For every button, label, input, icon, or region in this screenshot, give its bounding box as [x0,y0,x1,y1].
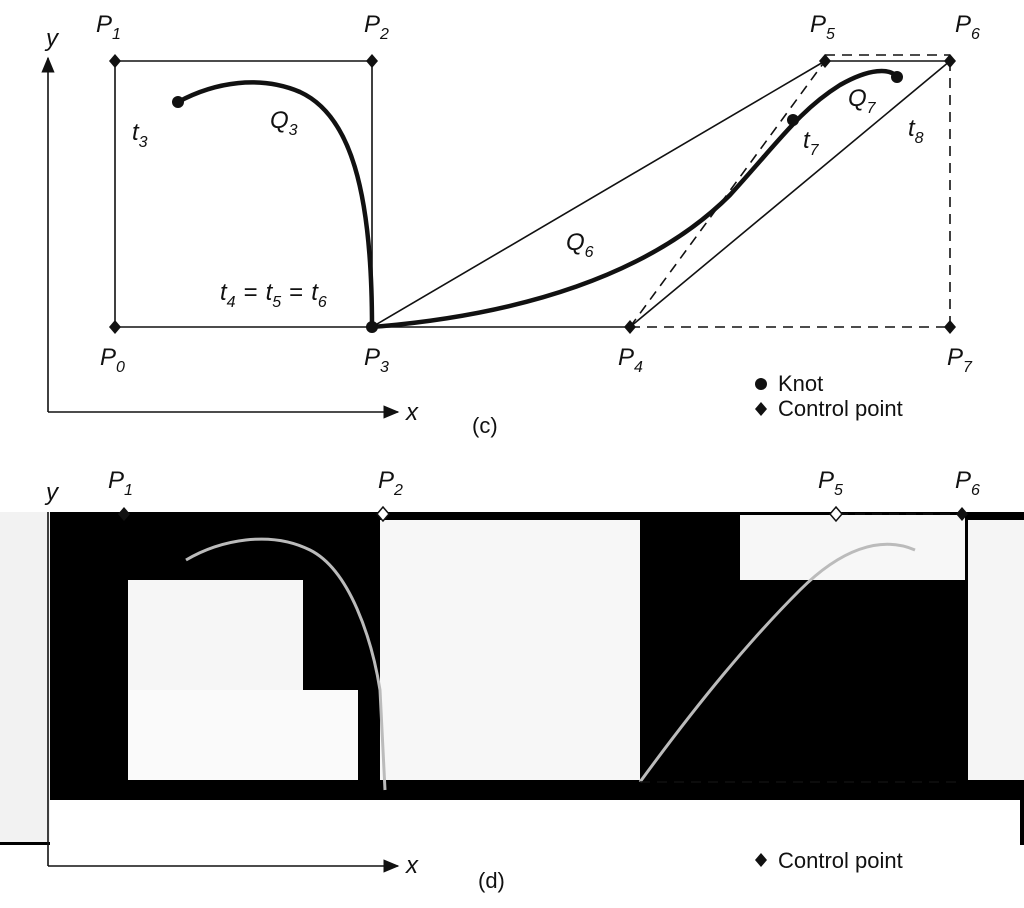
artifact-top-right [740,515,965,580]
caption-d: (d) [478,868,505,893]
curve-trace-right [638,542,916,783]
label-p5-d: P5 [818,467,843,499]
legend-knot-icon [755,378,767,390]
label-p2: P2 [364,11,389,43]
knot-t3 [172,96,184,108]
label-p1: P1 [96,11,121,43]
label-q3: Q3 [270,107,298,139]
dashed-p4-p5 [629,60,826,328]
bottom-margin [0,845,1024,903]
panel-c: y x P0 P1 P2 [41,11,980,438]
label-t8: t8 [908,115,924,147]
control-point-p2 [366,54,378,68]
knot-t4-t5-t6 [366,321,378,333]
label-p1-d: P1 [108,467,133,499]
label-p0: P0 [100,344,125,376]
hull-p3-p5 [371,60,826,328]
y-axis-label-d: y [44,479,60,506]
control-point-p1-d [118,507,130,521]
caption-c: (c) [472,413,498,438]
label-p5: P5 [810,11,835,43]
control-point-p5-d [829,505,843,523]
x-axis-label: x [405,399,419,426]
label-p4: P4 [618,344,643,376]
knot-t7 [787,114,799,126]
legend-control-point-icon-d [755,853,767,867]
hull-p4-p6 [629,60,951,328]
control-point-p5 [819,54,831,68]
label-p6-d: P6 [955,467,980,499]
curve-trace-left [185,537,387,791]
control-point-p4 [624,320,636,334]
legend-knot-label: Knot [778,371,823,396]
artifact-bottom-strip [50,800,1020,845]
y-axis-label: y [44,25,60,52]
artifact-left-strip [0,512,50,842]
knot-t8 [891,71,903,83]
control-point-p1 [109,54,121,68]
label-p3: P3 [364,344,389,376]
label-p2-d: P2 [378,467,403,499]
label-p7: P7 [947,344,973,376]
label-q6: Q6 [566,229,594,261]
x-axis-label-d: x [405,852,419,879]
curve-q6-q7 [369,68,900,330]
artifact-left-lower [128,690,358,780]
legend-control-point-icon [755,402,767,416]
control-point-p2-d [376,505,390,523]
artifact-right-strip [968,520,1024,780]
legend-control-point-label-d: Control point [778,848,903,873]
label-t7: t7 [803,127,820,159]
artifact-middle-region [380,520,640,780]
label-multiple-knot: t4=t5=t6 [220,279,327,311]
panel-d: y x P1 P2 P5 P6 Control point (d) [0,467,1024,903]
label-q7: Q7 [848,85,877,117]
label-t3: t3 [132,119,148,151]
label-p6: P6 [955,11,980,43]
control-point-p6-d [956,507,968,521]
control-point-p6 [944,54,956,68]
curve-q3 [175,80,375,330]
control-point-p0 [109,320,121,334]
control-point-p7 [944,320,956,334]
legend-control-point-label: Control point [778,396,903,421]
